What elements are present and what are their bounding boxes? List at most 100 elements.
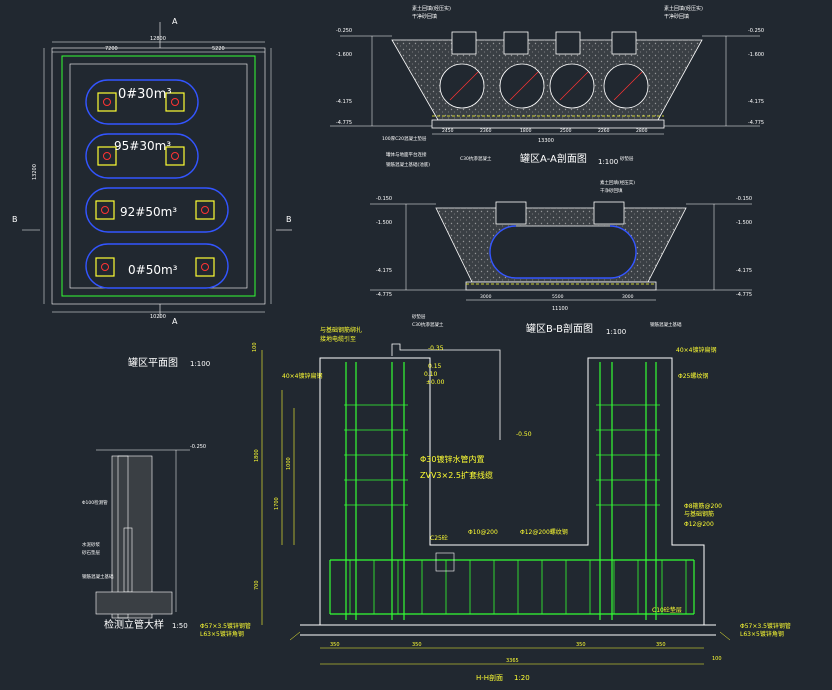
bb-note-5: 钢筋混凝土基础: [650, 321, 682, 328]
hh-label-angle-r: Φ57×3.5镀锌钢管: [740, 622, 791, 630]
section-a-mark-bottom: A: [172, 317, 178, 326]
hh-elev-b: 0.15: [428, 363, 442, 370]
hh-title: H-H剖面: [476, 673, 503, 682]
hh-label-rebar1: Φ10@200: [468, 529, 498, 536]
aa-dim-total: 13300: [538, 138, 554, 144]
aa-elev-base: -4.775: [336, 120, 352, 126]
aa-note-top2-r: 干净砂回填: [664, 13, 689, 20]
aa-elev-low-r: -4.175: [748, 99, 764, 105]
aa-elev-base-r: -4.775: [748, 120, 764, 126]
bb-elev-low: -4.175: [376, 268, 392, 274]
section-bb: -0.150 -1.500 -4.175 -4.775 -0.150 -1.50…: [370, 179, 752, 336]
hh-note-pipe: 与基础钢筋绑扎: [320, 326, 362, 334]
bb-elev-mid-r: -1.500: [736, 220, 752, 226]
hh-label-r4: 与基础钢筋: [684, 510, 714, 518]
aa-note-2: 罐体与地面平台连接: [386, 151, 427, 158]
hh-dim-r: 100: [712, 656, 722, 662]
bb-elev-mid: -1.500: [376, 220, 392, 226]
hh-label-cable: ZVV3×2.5扩套线缆: [420, 470, 493, 480]
plan-dim-top-left: 7200: [105, 46, 118, 52]
aa-elev-low: -4.175: [336, 99, 352, 105]
hh-label-pipe: Φ30镀锌水管内置: [420, 454, 484, 464]
hh-label-angle-l2: L63×5镀锌角钢: [200, 630, 244, 638]
bb-elev-low-r: -4.175: [736, 268, 752, 274]
hh-dim-h2: 1000: [286, 457, 292, 470]
bb-elev-top-r: -0.150: [736, 196, 752, 202]
plan-scale: 1:100: [190, 360, 210, 368]
aa-elev-mid-r: -1.600: [748, 52, 764, 58]
aa-note-top-r: 素土回填(经压实): [664, 5, 703, 12]
riser-scale: 1:50: [172, 622, 188, 630]
bb-dim-3: 3000: [622, 294, 634, 300]
bb-dim-total: 11100: [552, 306, 568, 312]
aa-note-1: 100厚C20混凝土垫层: [382, 135, 427, 142]
section-b-mark-right: B: [286, 215, 292, 224]
hh-scale: 1:20: [514, 674, 530, 682]
bb-title: 罐区B-B剖面图: [526, 322, 593, 335]
hh-note-weld: 接地电缆引至: [320, 335, 356, 343]
section-a-mark-top: A: [172, 17, 178, 26]
hh-label-r2: Φ25螺纹钢: [678, 372, 708, 380]
aa-elev-top: -0.250: [336, 28, 352, 34]
hh-dim-h4: 700: [254, 580, 260, 590]
plan-tank-4-label: 0#50m³: [128, 263, 178, 277]
hh-dim-b3: 350: [576, 642, 586, 648]
plan-tank-4: 0#50m³: [85, 243, 229, 289]
riser-detail: -0.250 Φ100检测管 水泥砂浆 砂石垫层 钢筋混凝土基础 检测立管大样 …: [82, 444, 206, 631]
plan-dim-bottom: 10200: [150, 314, 166, 320]
hh-dim-b2: 350: [412, 642, 422, 648]
plan-tank-3: 92#50m³: [85, 187, 229, 233]
plan-dim-left: 13200: [32, 164, 38, 180]
bb-note-4: C30抗渗混凝土: [412, 321, 444, 328]
aa-scale: 1:100: [598, 158, 618, 166]
hh-label-c10: C10砼垫层: [652, 606, 682, 614]
hh-label-angle-l: Φ57×3.5镀锌钢管: [200, 622, 251, 630]
hh-dim-total: 3365: [506, 658, 519, 664]
hh-elev-c: ±0.00: [426, 379, 445, 386]
aa-dim-2: 2360: [480, 128, 492, 134]
aa-dim-1: 2450: [442, 128, 454, 134]
bb-elev-top: -0.150: [376, 196, 392, 202]
plan-view: A A B B 12800 7200 5220 10200 13200 0#30…: [12, 17, 292, 369]
plan-dim-top-right: 5220: [212, 46, 225, 52]
hh-dim-h1: 1800: [254, 449, 260, 462]
bb-elev-base: -4.775: [376, 292, 392, 298]
hh-elev-e: 0.10: [424, 371, 438, 378]
aa-note-top2: 干净砂回填: [412, 13, 437, 20]
plan-tank-1: 0#30m³: [85, 79, 199, 125]
hh-label-steel: 40×4镀锌扁钢: [282, 372, 322, 380]
bb-dim-2: 5500: [552, 294, 564, 300]
hh-label-top-r: 40×4镀锌扁钢: [676, 346, 716, 354]
riser-note-2: 水泥砂浆: [82, 541, 100, 548]
bb-elev-base-r: -4.775: [736, 292, 752, 298]
hh-label-rebar2: Φ12@200螺纹钢: [520, 528, 568, 536]
riser-elev: -0.250: [190, 444, 206, 450]
aa-dim-3: 1800: [520, 128, 532, 134]
bb-note-1: 干净砂回填: [600, 187, 623, 194]
bb-scale: 1:100: [606, 328, 626, 336]
aa-dim-6: 2800: [636, 128, 648, 134]
aa-note-4: C30抗渗混凝土: [460, 155, 492, 162]
hh-label-r5: Φ12@200: [684, 521, 714, 528]
section-aa: -0.250 -1.600 -4.175 -4.775 -0.250 -1.60…: [330, 5, 764, 168]
aa-elev-mid: -1.600: [336, 52, 352, 58]
hh-label-c25: C25砼: [430, 534, 448, 542]
riser-title: 检测立管大样: [104, 618, 164, 631]
plan-title: 罐区平面图: [128, 356, 178, 369]
hh-label-r3: Φ8箍筋@200: [684, 502, 722, 510]
aa-note-top: 素土回填(经压实): [412, 5, 451, 12]
hh-elev-a: -0.35: [428, 345, 444, 352]
hh-dim-b4: 350: [656, 642, 666, 648]
hh-dim-b1: 350: [330, 642, 340, 648]
hh-dim-h3: 1700: [274, 497, 280, 510]
bb-dim-1: 3000: [480, 294, 492, 300]
aa-note-5: 砂垫层: [620, 155, 634, 162]
plan-tank-1-label: 0#30m³: [118, 87, 172, 102]
plan-dim-top: 12800: [150, 36, 166, 42]
aa-dim-4: 2500: [560, 128, 572, 134]
aa-dim-5: 2260: [598, 128, 610, 134]
hh-detail: 100 1800 1000 1700 700 350 350 350 350 3…: [200, 326, 791, 682]
hh-label-angle-r2: L63×5镀锌角钢: [740, 630, 784, 638]
